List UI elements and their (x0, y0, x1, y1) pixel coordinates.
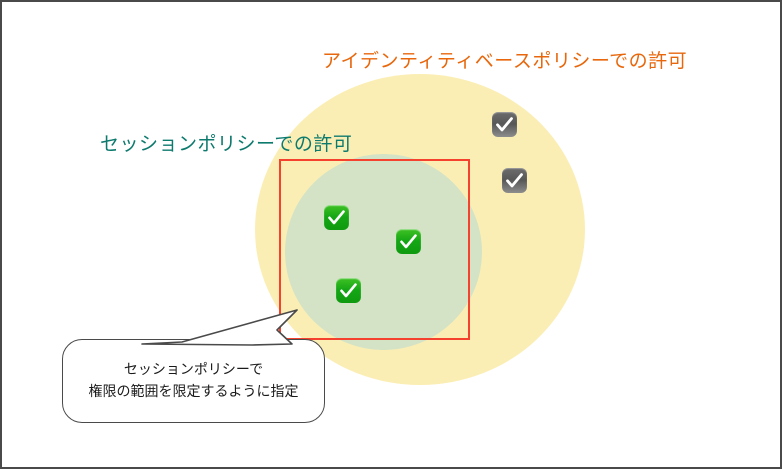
check-square-icon (492, 112, 517, 137)
check-square-icon (324, 205, 349, 230)
callout-tail (141, 309, 298, 346)
session-policy-circle (285, 154, 482, 350)
session-policy-boundary-rectangle (279, 159, 470, 340)
check-denied-2 (502, 168, 527, 193)
check-allowed-1 (324, 205, 349, 230)
callout-line-1: セッションポリシーで (123, 361, 264, 378)
callout-box: セッションポリシーで 権限の範囲を限定するように指定 (62, 339, 325, 423)
check-allowed-2 (396, 229, 421, 254)
check-square-icon (336, 278, 361, 303)
check-denied-1 (492, 112, 517, 137)
identity-policy-label: アイデンティティベースポリシーでの許可 (322, 51, 688, 72)
check-square-icon (396, 229, 421, 254)
callout-line-2: 権限の範囲を限定するように指定 (88, 383, 299, 399)
session-policy-label: セッションポリシーでの許可 (100, 134, 353, 155)
check-allowed-3 (336, 278, 361, 303)
callout-text: セッションポリシーで 権限の範囲を限定するように指定 (89, 359, 299, 402)
check-square-icon (502, 168, 527, 193)
